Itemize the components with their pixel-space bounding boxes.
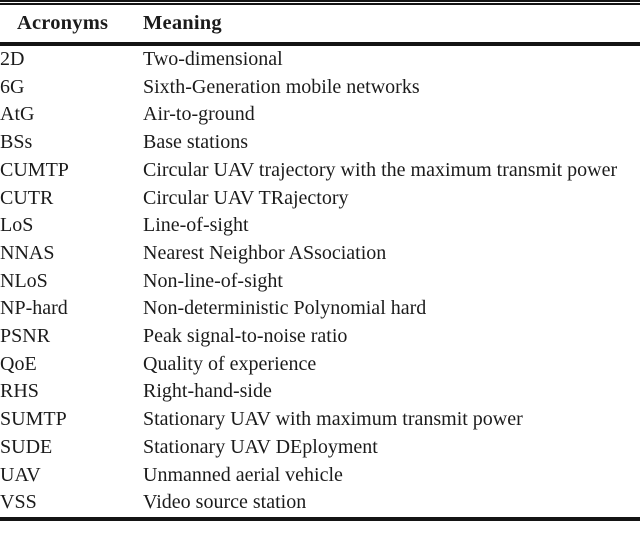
acronym-cell: UAV <box>0 463 41 486</box>
meaning-cell: Stationary UAV DEployment <box>143 435 378 458</box>
acronym-cell: RHS <box>0 380 39 403</box>
acronym-cell: SUDE <box>0 435 53 458</box>
acronym-cell: AtG <box>0 103 35 126</box>
table-row: CUTR Circular UAV TRajectory <box>0 185 640 213</box>
acronym-cell: 6G <box>0 75 25 98</box>
acronym-cell: CUMTP <box>0 158 69 181</box>
table-row: SUMTP Stationary UAV with maximum transm… <box>0 406 640 434</box>
column-header-meaning: Meaning <box>143 12 222 34</box>
table-row: BSs Base stations <box>0 129 640 157</box>
table-row: QoE Quality of experience <box>0 351 640 379</box>
meaning-cell: Non-line-of-sight <box>143 269 283 292</box>
table-row: 2D Two-dimensional <box>0 46 640 74</box>
table-bottom-rule <box>0 516 640 521</box>
table-row: NLoS Non-line-of-sight <box>0 268 640 296</box>
table-row: RHS Right-hand-side <box>0 378 640 406</box>
meaning-cell: Video source station <box>143 491 307 514</box>
table-row: SUDE Stationary UAV DEployment <box>0 434 640 462</box>
table-row: AtG Air-to-ground <box>0 101 640 129</box>
meaning-cell: Stationary UAV with maximum transmit pow… <box>143 408 523 431</box>
meaning-cell: Circular UAV trajectory with the maximum… <box>143 158 618 181</box>
table-top-rule <box>0 0 640 5</box>
table-body: 2D Two-dimensional 6G Sixth-Generation m… <box>0 46 640 517</box>
acronym-cell: NP-hard <box>0 297 68 320</box>
table-row: PSNR Peak signal-to-noise ratio <box>0 323 640 351</box>
acronym-cell: NNAS <box>0 241 55 264</box>
acronym-cell: SUMTP <box>0 408 67 431</box>
table-row: CUMTP Circular UAV trajectory with the m… <box>0 157 640 185</box>
table-header-rule <box>0 42 640 46</box>
meaning-cell: Non-deterministic Polynomial hard <box>143 297 427 320</box>
acronym-cell: PSNR <box>0 325 51 348</box>
meaning-cell: Peak signal-to-noise ratio <box>143 325 348 348</box>
column-header-acronyms: Acronyms <box>17 12 109 34</box>
table-header-row: Acronyms Meaning <box>0 5 640 42</box>
meaning-cell: Nearest Neighbor ASsociation <box>143 241 387 264</box>
table-row: VSS Video source station <box>0 489 640 517</box>
meaning-cell: Unmanned aerial vehicle <box>143 463 343 486</box>
meaning-cell: Line-of-sight <box>143 214 249 237</box>
table-row: NNAS Nearest Neighbor ASsociation <box>0 240 640 268</box>
meaning-cell: Two-dimensional <box>143 48 283 70</box>
acronym-cell: NLoS <box>0 269 48 292</box>
meaning-cell: Quality of experience <box>143 352 317 375</box>
acronym-cell: QoE <box>0 352 37 375</box>
meaning-cell: Right-hand-side <box>143 380 272 403</box>
acronym-cell: LoS <box>0 214 34 237</box>
acronyms-table: 2D Two-dimensional 6G Sixth-Generation m… <box>0 46 640 517</box>
meaning-cell: Base stations <box>143 131 248 154</box>
table-row: 6G Sixth-Generation mobile networks <box>0 74 640 102</box>
table-row: LoS Line-of-sight <box>0 212 640 240</box>
acronym-cell: CUTR <box>0 186 54 209</box>
table-row: UAV Unmanned aerial vehicle <box>0 462 640 490</box>
acronym-cell: VSS <box>0 491 37 514</box>
meaning-cell: Sixth-Generation mobile networks <box>143 75 420 98</box>
table-row: NP-hard Non-deterministic Polynomial har… <box>0 295 640 323</box>
meaning-cell: Circular UAV TRajectory <box>143 186 349 209</box>
acronym-cell: 2D <box>0 48 25 70</box>
acronym-cell: BSs <box>0 131 33 154</box>
meaning-cell: Air-to-ground <box>143 103 255 126</box>
